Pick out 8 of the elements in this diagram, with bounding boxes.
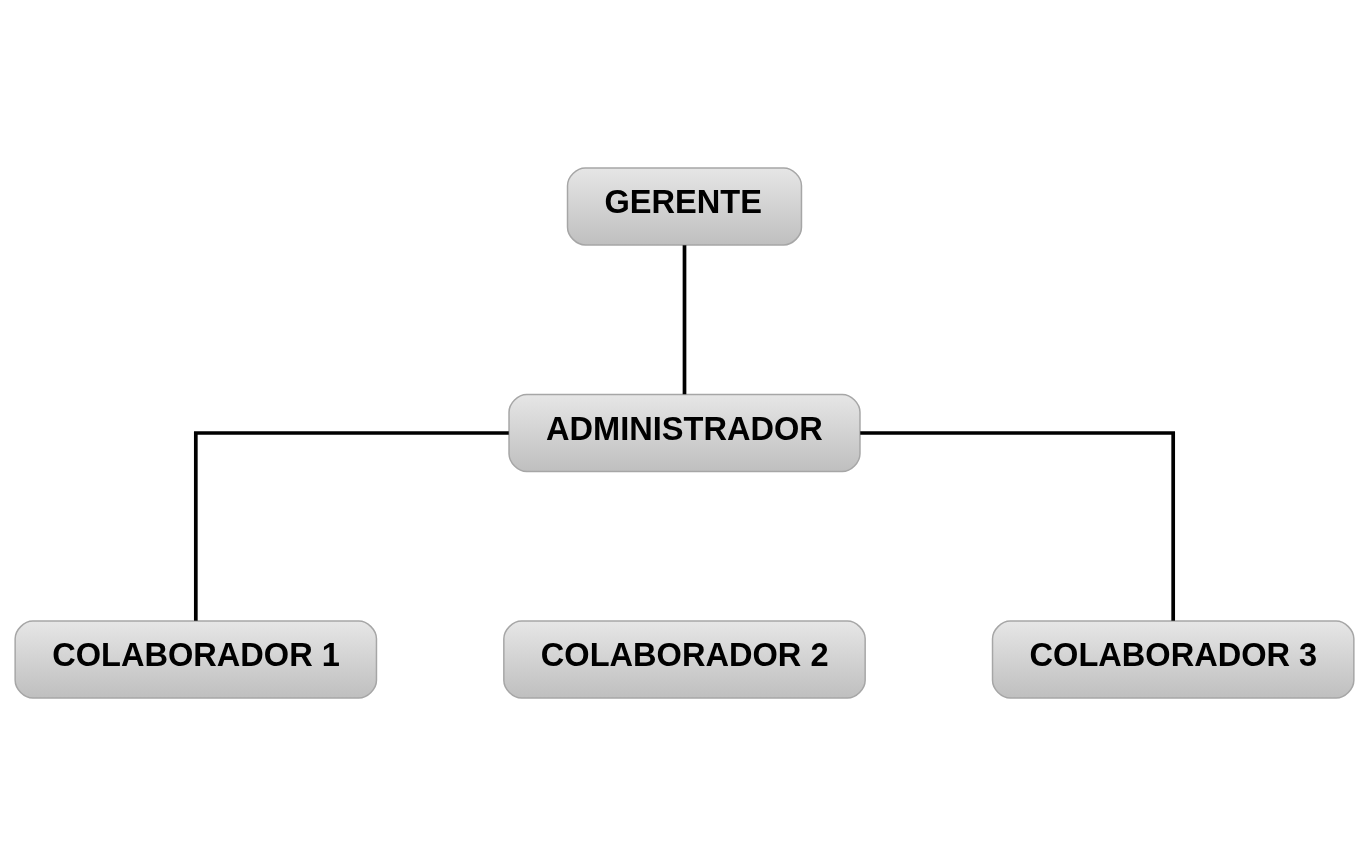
connector	[193, 430, 509, 621]
node-box: COLABORADOR 1	[14, 619, 378, 699]
connector	[682, 244, 687, 394]
node-box: COLABORADOR 3	[991, 619, 1355, 699]
node-box: GERENTE	[566, 166, 803, 246]
connector	[860, 430, 1176, 621]
node-box: COLABORADOR 2	[503, 619, 866, 699]
node-box: ADMINISTRADOR	[508, 393, 861, 472]
